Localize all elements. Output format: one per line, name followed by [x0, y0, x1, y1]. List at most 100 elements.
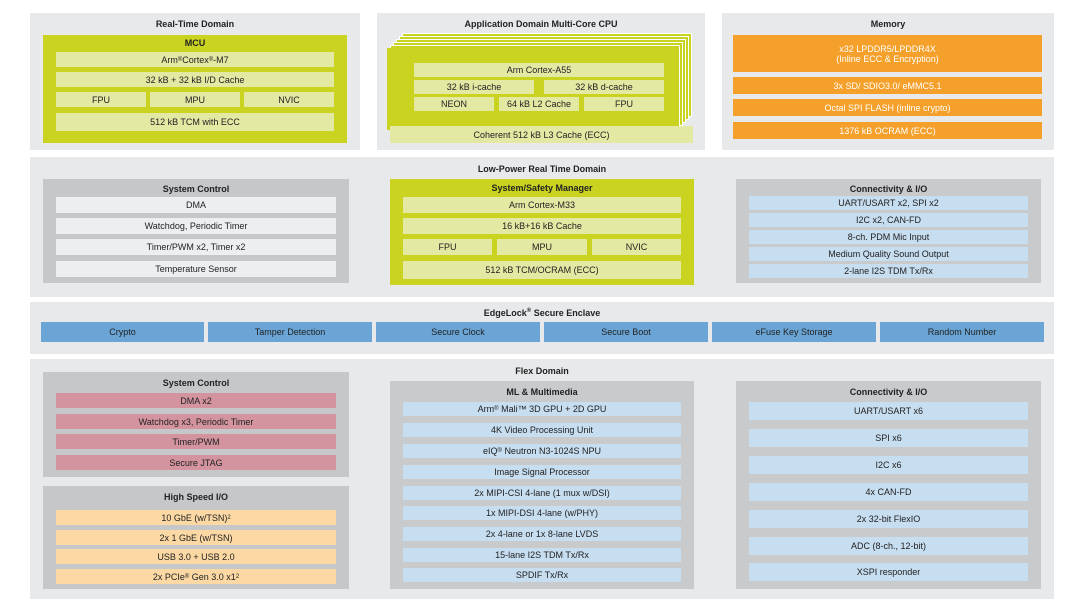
- mcu-core-suffix: -M7: [213, 54, 229, 65]
- hsio-10gbe-sup: 2: [227, 514, 231, 521]
- ml-item: SPDIF Tx/Rx: [403, 568, 681, 582]
- mcu-core: Arm® Cortex®-M7: [56, 52, 334, 67]
- ml-item: 2x MIPI-CSI 4-lane (1 mux w/DSI): [403, 486, 681, 500]
- ml-item: 1x MIPI-DSI 4-lane (w/PHY): [403, 506, 681, 520]
- lp-conn-item: 8-ch. PDM Mic Input: [749, 230, 1028, 244]
- mcu-title: MCU: [184, 38, 206, 48]
- edgelock-domain: EdgeLock® Secure Enclave Crypto Tamper D…: [30, 302, 1054, 354]
- mcu-tcm: 512 kB TCM with ECC: [56, 113, 334, 131]
- lp-conn-item: Medium Quality Sound Output: [749, 247, 1028, 261]
- ml-item: 2x 4-lane or 1x 8-lane LVDS: [403, 527, 681, 541]
- hsio-10gbe: 10 GbE (w/TSN): [161, 512, 228, 523]
- high-speed-io-title: High Speed I/O: [163, 492, 228, 502]
- flex-sysctrl-item: Watchdog x3, Periodic Timer: [56, 414, 336, 429]
- lp-sysctrl-item: DMA: [56, 197, 336, 213]
- flex-connectivity: Connectivity & I/O UART/USART x6 SPI x6 …: [736, 381, 1041, 589]
- lp-safety-mpu: MPU: [497, 239, 587, 255]
- mcu-core-sup: ®: [177, 56, 183, 63]
- mcu-block: MCU Arm® Cortex®-M7 32 kB + 32 kB I/D Ca…: [43, 35, 347, 143]
- ml-item: 15-lane I2S TDM Tx/Rx: [403, 548, 681, 562]
- hsio-pcie-post: Gen 3.0 x1: [191, 571, 236, 582]
- flex-conn-item: XSPI responder: [749, 563, 1028, 581]
- a55-fpu: FPU: [584, 97, 664, 111]
- edgelock-crypto: Crypto: [41, 322, 204, 342]
- lp-conn-item: UART/USART x2, SPI x2: [749, 196, 1028, 210]
- memory-lpddr: x32 LPDDR5/LPDDR4X (Inline ECC & Encrypt…: [733, 35, 1042, 72]
- lp-sysctrl-item: Temperature Sensor: [56, 261, 336, 277]
- lp-safety-tcm: 512 kB TCM/OCRAM (ECC): [403, 261, 681, 279]
- application-domain: Application Domain Multi-Core CPU Arm Co…: [377, 13, 705, 150]
- flex-conn-item: UART/USART x6: [749, 402, 1028, 420]
- lp-connectivity: Connectivity & I/O UART/USART x2, SPI x2…: [736, 179, 1041, 283]
- low-power-domain: Low-Power Real Time Domain System Contro…: [30, 157, 1054, 297]
- lp-safety-cache: 16 kB+16 kB Cache: [403, 218, 681, 234]
- ml-multimedia: ML & Multimedia Arm® Mali™ 3D GPU + 2D G…: [390, 381, 694, 589]
- hsio-pcie-sup2: 2: [235, 573, 240, 580]
- a55-l2: 64 kB L2 Cache: [499, 97, 579, 111]
- memory-spi-flash: Octal SPI FLASH (inline crypto): [733, 99, 1042, 116]
- flex-conn-item: 4x CAN-FD: [749, 483, 1028, 501]
- memory-lpddr-line2: (Inline ECC & Encryption): [836, 53, 939, 64]
- mcu-core-sup2: ®: [208, 56, 214, 63]
- real-time-domain-title: Real-Time Domain: [155, 19, 235, 29]
- lp-sysctrl-item: Timer/PWM x2, Timer x2: [56, 239, 336, 255]
- mcu-core-prefix: Arm: [161, 54, 178, 65]
- flex-sysctrl-item: DMA x2: [56, 393, 336, 408]
- edgelock-title: EdgeLock® Secure Enclave: [30, 308, 1054, 318]
- memory-lpddr-line1: x32 LPDDR5/LPDDR4X: [839, 43, 936, 54]
- ml-item: Arm® Mali™ 3D GPU + 2D GPU: [403, 402, 681, 416]
- lp-system-control-title: System Control: [162, 184, 230, 194]
- ml-gpu-post: Mali™ 3D GPU + 2D GPU: [501, 404, 607, 414]
- edgelock-title-pre: EdgeLock: [483, 308, 527, 318]
- a55-icache: 32 kB i-cache: [414, 80, 534, 94]
- cortex-a55-block: Arm Cortex-A55 32 kB i-cache 32 kB d-cac…: [387, 48, 677, 130]
- ml-npu-pre: eIQ: [482, 446, 498, 456]
- hsio-item: USB 3.0 + USB 2.0: [56, 549, 336, 564]
- l3-cache: Coherent 512 kB L3 Cache (ECC): [390, 126, 693, 143]
- memory-domain: Memory x32 LPDDR5/LPDDR4X (Inline ECC & …: [722, 13, 1054, 150]
- flex-conn-item: ADC (8-ch., 12-bit): [749, 537, 1028, 555]
- lp-conn-item: 2-lane I2S TDM Tx/Rx: [749, 264, 1028, 278]
- a55-neon: NEON: [414, 97, 494, 111]
- ml-gpu-pre: Arm: [477, 404, 495, 414]
- lp-conn-item: I2C x2, CAN-FD: [749, 213, 1028, 227]
- ml-npu-sup: ®: [497, 448, 502, 454]
- a55-dcache: 32 kB d-cache: [544, 80, 664, 94]
- lp-sysctrl-item: Watchdog, Periodic Timer: [56, 218, 336, 234]
- ml-multimedia-title: ML & Multimedia: [506, 387, 578, 397]
- edgelock-efuse-key-storage: eFuse Key Storage: [712, 322, 876, 342]
- low-power-title: Low-Power Real Time Domain: [477, 164, 607, 174]
- lp-safety-fpu: FPU: [403, 239, 492, 255]
- lp-safety-manager: System/Safety Manager Arm Cortex-M33 16 …: [390, 179, 694, 285]
- flex-sysctrl-item: Secure JTAG: [56, 455, 336, 470]
- lp-connectivity-title: Connectivity & I/O: [849, 184, 928, 194]
- memory-ocram: 1376 kB OCRAM (ECC): [733, 122, 1042, 139]
- flex-domain-title: Flex Domain: [515, 366, 569, 376]
- mcu-cache: 32 kB + 32 kB I/D Cache: [56, 72, 334, 87]
- lp-safety-nvic: NVIC: [592, 239, 681, 255]
- high-speed-io: High Speed I/O 10 GbE (w/TSN)2 2x 1 GbE …: [43, 486, 349, 589]
- ml-gpu-sup: ®: [494, 406, 499, 412]
- mcu-fpu: FPU: [56, 92, 146, 107]
- flex-connectivity-title: Connectivity & I/O: [849, 387, 928, 397]
- flex-conn-item: SPI x6: [749, 429, 1028, 447]
- flex-sysctrl-item: Timer/PWM: [56, 434, 336, 449]
- hsio-item: 2x 1 GbE (w/TSN): [56, 530, 336, 545]
- flex-system-control-title: System Control: [162, 378, 230, 388]
- edgelock-tamper-detection: Tamper Detection: [208, 322, 372, 342]
- flex-domain: Flex Domain System Control DMA x2 Watchd…: [30, 359, 1054, 599]
- ml-item: 4K Video Processing Unit: [403, 423, 681, 437]
- lp-system-control: System Control DMA Watchdog, Periodic Ti…: [43, 179, 349, 283]
- flex-conn-item: 2x 32-bit FlexIO: [749, 510, 1028, 528]
- edgelock-random-number: Random Number: [880, 322, 1044, 342]
- a55-core: Arm Cortex-A55: [414, 63, 664, 77]
- edgelock-title-sup: ®: [526, 308, 532, 314]
- ml-item: Image Signal Processor: [403, 465, 681, 479]
- edgelock-secure-clock: Secure Clock: [376, 322, 540, 342]
- ml-npu-post: Neutron N3-1024S NPU: [504, 446, 601, 456]
- application-domain-title: Application Domain Multi-Core CPU: [464, 19, 618, 29]
- lp-safety-core: Arm Cortex-M33: [403, 197, 681, 213]
- real-time-domain: Real-Time Domain MCU Arm® Cortex®-M7 32 …: [30, 13, 360, 150]
- flex-conn-item: I2C x6: [749, 456, 1028, 474]
